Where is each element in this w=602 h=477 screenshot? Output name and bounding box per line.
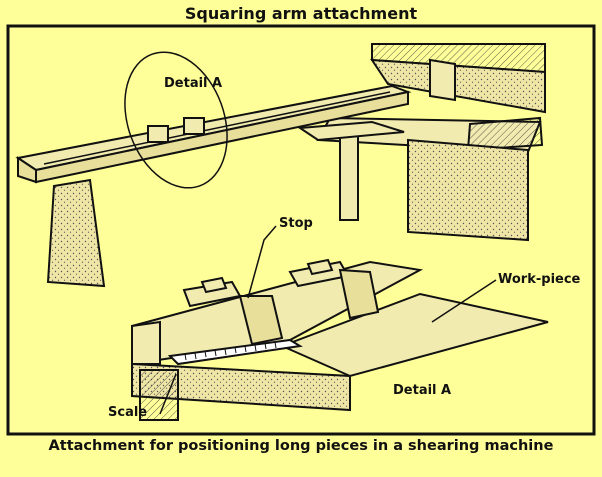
squaring-arm [15, 84, 412, 288]
shearing-machine-table [316, 43, 546, 242]
label-work-piece: Work-piece [498, 272, 581, 287]
bolt-left [200, 276, 228, 294]
bolt-right [306, 258, 334, 276]
label-scale: Scale [108, 405, 148, 420]
diagram-title: Squaring arm attachment [184, 4, 418, 23]
outer-frame [6, 24, 596, 436]
diagram-caption: Attachment for positioning long pieces i… [48, 438, 554, 454]
detail-a-assembly [131, 258, 549, 421]
detail-a-ellipse [124, 51, 228, 189]
label-detail-a-top: Detail A [164, 76, 223, 91]
label-stop: Stop [279, 216, 313, 231]
leader-lines [159, 225, 497, 415]
scale-strip [167, 338, 303, 366]
label-detail-a-bottom: Detail A [393, 383, 452, 398]
